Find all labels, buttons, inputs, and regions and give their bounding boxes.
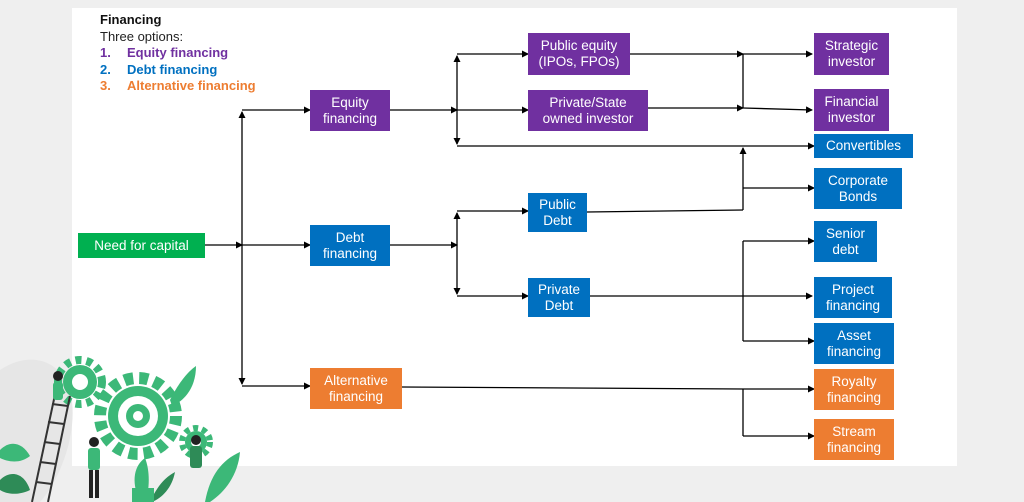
alternative-financing-node: Alternative financing [310, 368, 402, 409]
connector-line [586, 209, 744, 213]
strategic-investor-node: Strategic investor [814, 33, 889, 75]
stream-financing-node: Stream financing [814, 419, 894, 460]
legend-option-equity: 1. Equity financing [100, 45, 256, 62]
public-debt-node: Public Debt [528, 193, 587, 232]
need-for-capital-node: Need for capital [78, 233, 205, 258]
equity-financing-node: Equity financing [310, 90, 390, 131]
senior-debt-node: Senior debt [814, 221, 877, 262]
legend-option-debt: 2. Debt financing [100, 62, 256, 79]
legend-option-alternative: 3. Alternative financing [100, 78, 256, 95]
royalty-financing-node: Royalty financing [814, 369, 894, 410]
private-debt-node: Private Debt [528, 278, 590, 317]
legend-title: Financing [100, 12, 162, 27]
debt-financing-node: Debt financing [310, 225, 390, 266]
financial-investor-node: Financial investor [814, 89, 889, 131]
project-financing-node: Project financing [814, 277, 892, 318]
gears-people-illustration-icon [0, 356, 240, 502]
corporate-bonds-node: Corporate Bonds [814, 168, 902, 209]
legend-option-label: Equity financing [127, 45, 229, 60]
private-state-investor-node: Private/State owned investor [528, 90, 648, 131]
public-equity-node: Public equity (IPOs, FPOs) [528, 33, 630, 75]
legend-option-label: Alternative financing [127, 78, 256, 93]
legend-option-label: Debt financing [127, 61, 218, 77]
legend-subtitle: Three options: [100, 28, 184, 44]
legend-option-number: 2. [100, 61, 111, 77]
legend-option-number: 1. [100, 45, 111, 60]
asset-financing-node: Asset financing [814, 323, 894, 364]
connector-line [401, 386, 744, 390]
legend-option-number: 3. [100, 78, 111, 93]
legend: Financing Three options: 1. Equity financ… [100, 12, 256, 95]
connector-line [742, 106, 813, 114]
convertibles-node: Convertibles [814, 134, 913, 158]
